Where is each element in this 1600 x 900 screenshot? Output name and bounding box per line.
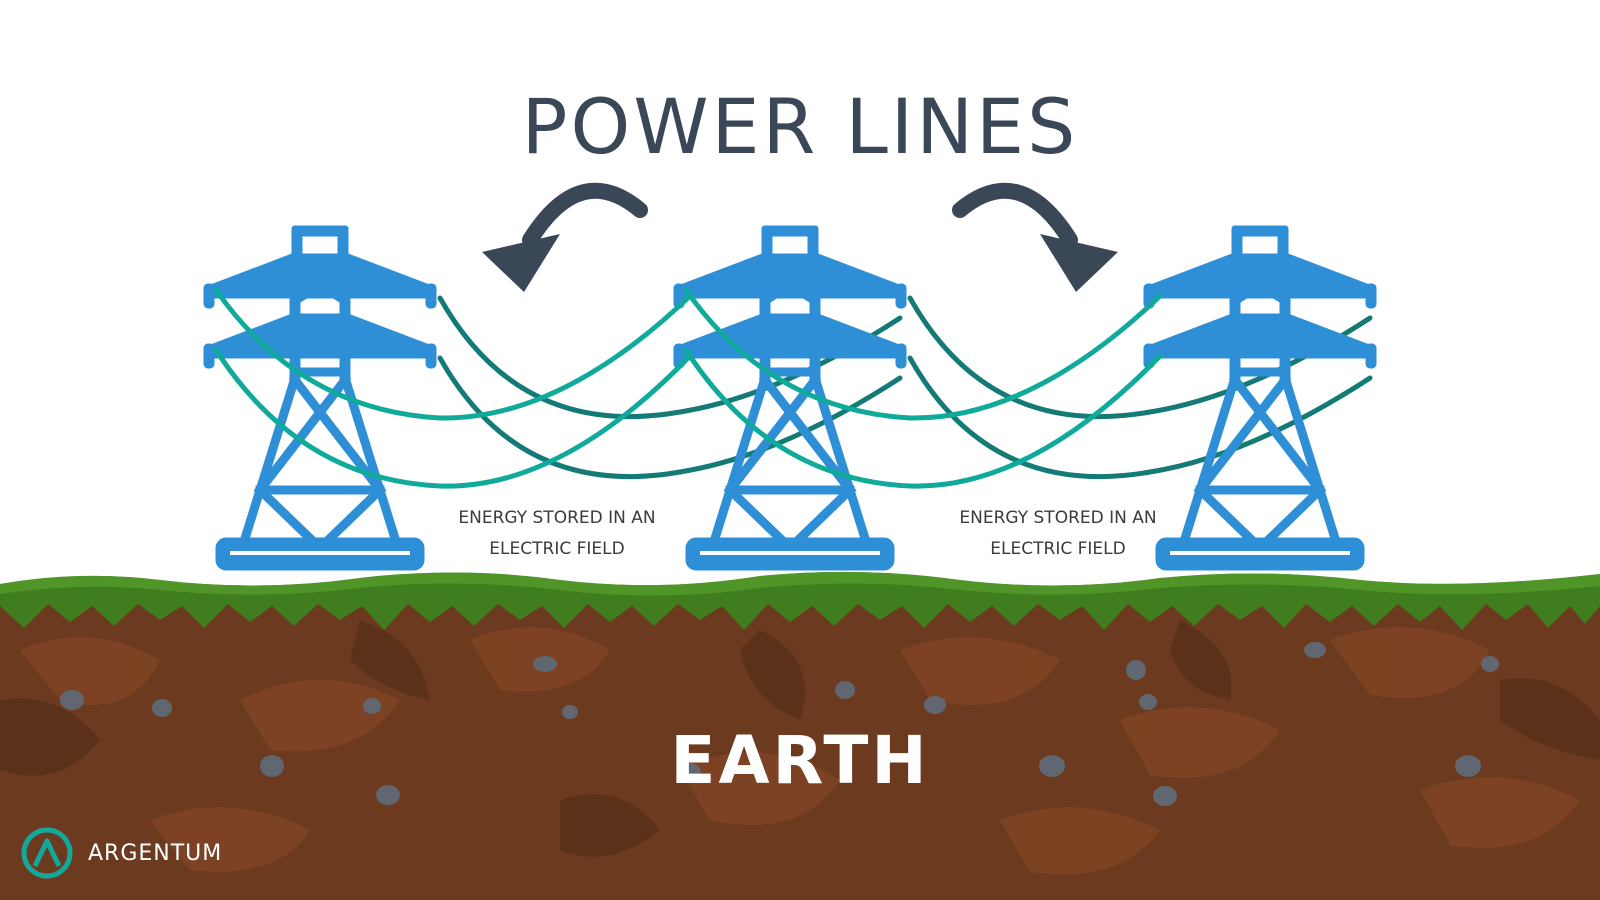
wire: [683, 287, 1163, 421]
curved-arrow-right-icon: [952, 182, 1118, 292]
annotation-right-line1: ENERGY STORED IN AN: [959, 508, 1157, 528]
wire: [437, 295, 903, 420]
brand-logo-spacer: [20, 826, 74, 880]
earth-label: EARTH: [670, 722, 930, 799]
power-wires-back: [437, 295, 1373, 480]
annotation-left-line2: ELECTRIC FIELD: [489, 539, 625, 559]
grass-strip: [0, 571, 1600, 630]
annotation-left-line1: ENERGY STORED IN AN: [458, 508, 656, 528]
wire: [213, 347, 693, 489]
pebbles: [60, 642, 1499, 806]
wire: [213, 287, 693, 421]
wire: [683, 347, 1163, 489]
soil-texture: [20, 627, 1580, 875]
annotation-left: ENERGY STORED IN AN ELECTRIC FIELD: [427, 503, 687, 565]
argentum-logo-icon: [21, 827, 73, 879]
annotation-right: ENERGY STORED IN AN ELECTRIC FIELD: [928, 503, 1188, 565]
grass-highlight: [0, 571, 1600, 596]
wire: [907, 355, 1373, 480]
curved-arrow-left-icon: [482, 182, 648, 292]
diagram-title: POWER LINES: [521, 82, 1079, 171]
annotation-right-line2: ELECTRIC FIELD: [990, 539, 1126, 559]
wire: [437, 355, 903, 480]
power-wires-front: [213, 287, 1163, 489]
soil-shadow: [0, 620, 1600, 857]
brand-logo: ARGENTUM: [20, 826, 222, 880]
curved-arrows: [482, 182, 1118, 292]
brand-name: ARGENTUM: [88, 840, 223, 866]
transmission-tower-left: [204, 226, 436, 570]
wire: [907, 295, 1373, 420]
